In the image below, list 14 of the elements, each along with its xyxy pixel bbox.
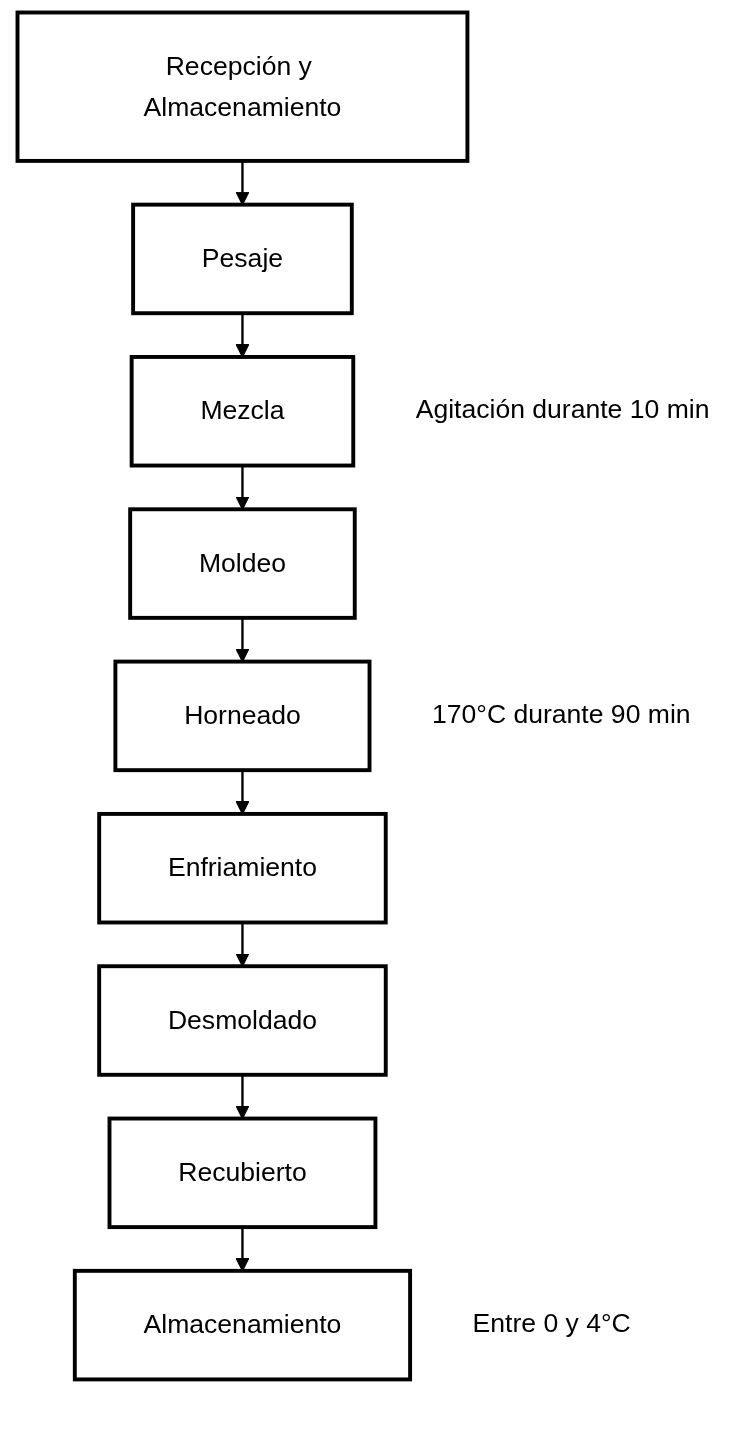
node-box: Moldeo bbox=[128, 507, 357, 620]
node-box: Horneado bbox=[113, 659, 372, 773]
step-note: 170°C durante 90 min bbox=[432, 698, 691, 729]
node-box: Enfriamiento bbox=[97, 811, 388, 925]
step-note: Agitación durante 10 min bbox=[415, 394, 710, 425]
arrow bbox=[235, 922, 250, 967]
node-box: Pesaje bbox=[131, 202, 354, 316]
arrow bbox=[235, 465, 250, 510]
step-note: Entre 0 y 4°C bbox=[472, 1308, 631, 1339]
node-box: Mezcla bbox=[129, 355, 356, 468]
node-box: Almacenamiento bbox=[72, 1268, 413, 1382]
node-box: Recepción y Almacenamiento bbox=[15, 10, 470, 163]
node-box: Recubierto bbox=[107, 1116, 378, 1230]
node-box: Desmoldado bbox=[97, 964, 388, 1077]
